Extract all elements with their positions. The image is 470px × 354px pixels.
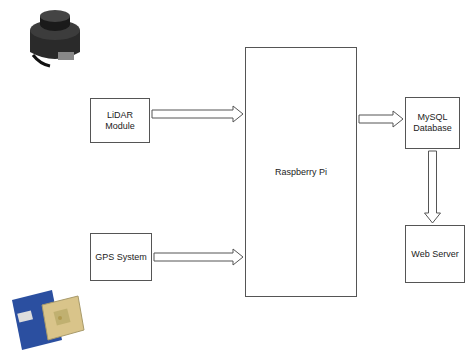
block-arrow <box>152 106 243 122</box>
block-arrow <box>154 249 243 265</box>
lidar-sensor-picture <box>30 10 80 66</box>
box-label: MySQL Database <box>409 112 456 134</box>
box-label: Raspberry Pi <box>275 167 327 178</box>
sensor-box: LiDAR Module <box>90 98 150 143</box>
database-box: MySQL Database <box>405 97 460 149</box>
processor-box: Raspberry Pi <box>245 47 357 297</box>
gps-module-picture <box>12 290 84 350</box>
block-arrow <box>425 151 441 223</box>
server-box: Web Server <box>405 225 465 283</box>
box-label: LiDAR Module <box>94 110 146 132</box>
box-label: Web Server <box>411 249 458 260</box>
sensor-box: GPS System <box>90 233 152 281</box>
block-arrow <box>359 111 403 127</box>
box-label: GPS System <box>95 252 147 263</box>
